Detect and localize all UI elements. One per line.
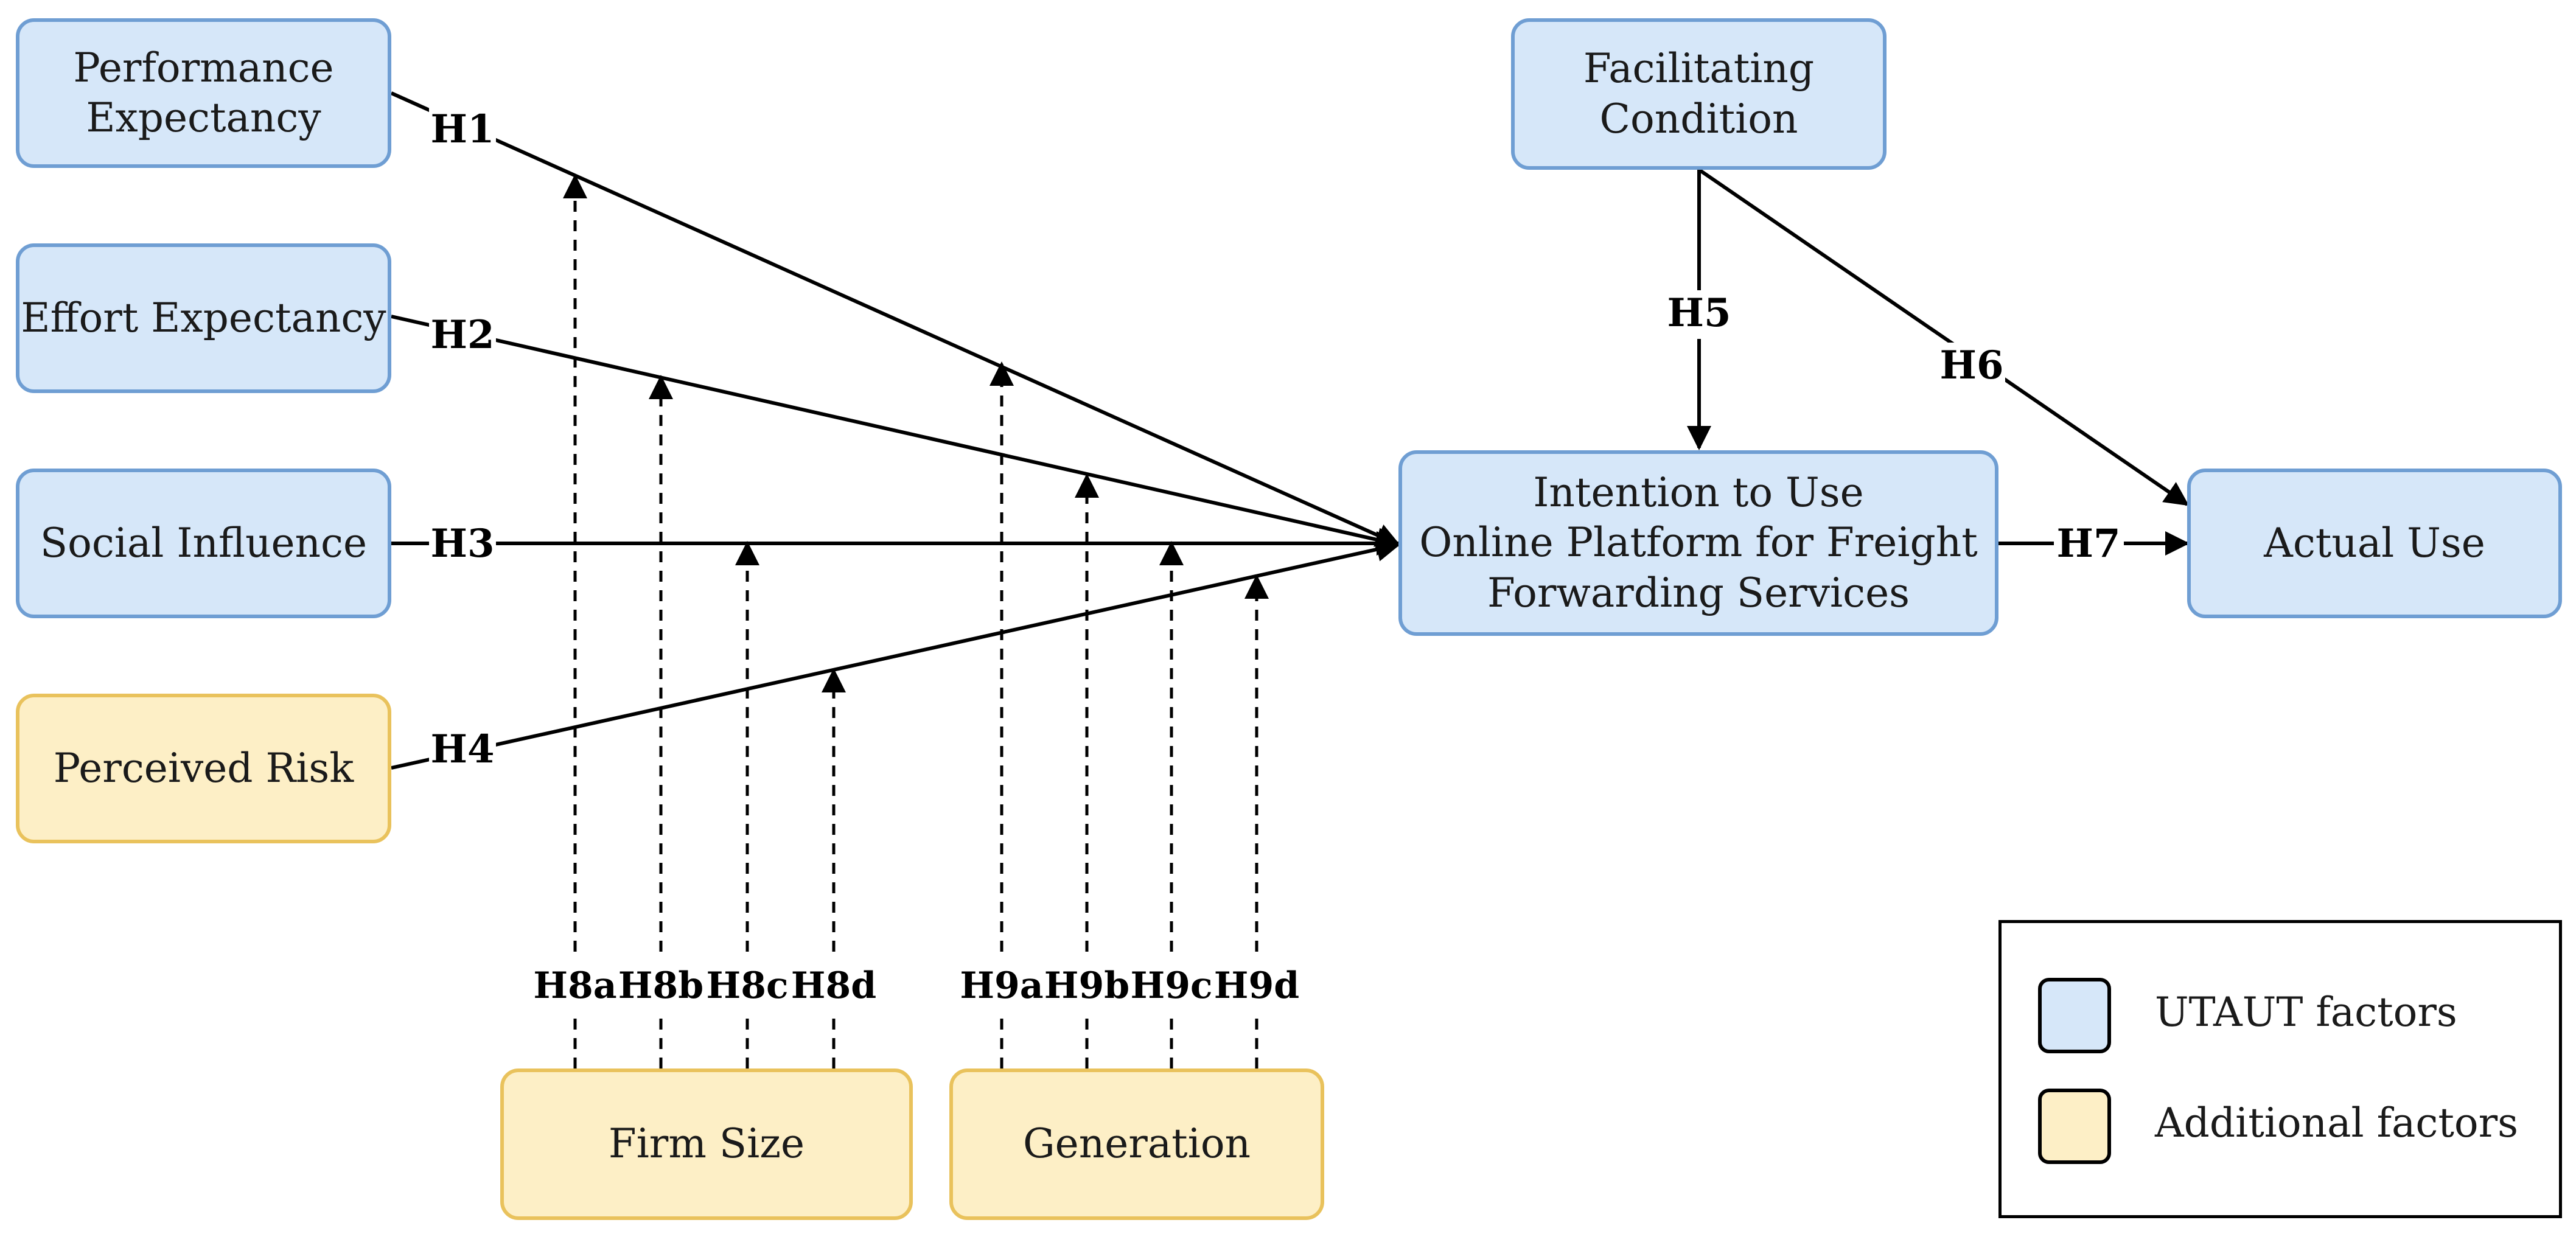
label-h3: H3 bbox=[431, 521, 495, 566]
node-effort-expectancy: Effort Expectancy bbox=[16, 243, 391, 393]
node-facilitating-condition-label: Facilitating Condition bbox=[1583, 45, 1815, 142]
path-h1 bbox=[390, 91, 1401, 547]
hypothesis-labels: H1 H2 H3 H4 H5 H6 H7 H8a H8b H8c H8d H9a… bbox=[429, 103, 2124, 1013]
legend-swatch-utaut bbox=[2038, 978, 2111, 1053]
node-actual-use: Actual Use bbox=[2187, 469, 2562, 618]
label-h2: H2 bbox=[431, 312, 495, 358]
path-h2 bbox=[391, 315, 1401, 552]
label-h8b: H8b bbox=[618, 964, 703, 1007]
label-h8c: H8c bbox=[707, 964, 789, 1007]
node-intention-to-use-label: Intention to Use Online Platform for Fre… bbox=[1419, 469, 1978, 616]
label-h9c: H9c bbox=[1131, 964, 1213, 1007]
node-generation-label: Generation bbox=[1022, 1120, 1251, 1168]
label-h6: H6 bbox=[1940, 343, 2004, 388]
legend-label-utaut: UTAUT factors bbox=[2155, 989, 2457, 1036]
node-perceived-risk-label: Perceived Risk bbox=[53, 744, 354, 792]
label-h9b: H9b bbox=[1044, 964, 1129, 1007]
node-social-influence: Social Influence bbox=[16, 469, 391, 618]
label-h8a: H8a bbox=[533, 964, 616, 1007]
legend-swatch-additional bbox=[2038, 1089, 2111, 1164]
node-generation: Generation bbox=[949, 1068, 1324, 1220]
path-h6 bbox=[1698, 168, 2190, 506]
node-social-influence-label: Social Influence bbox=[40, 519, 368, 566]
legend-label-additional: Additional factors bbox=[2155, 1100, 2518, 1146]
legend: UTAUT factors Additional factors bbox=[1998, 920, 2562, 1218]
label-h8d: H8d bbox=[791, 964, 876, 1007]
node-firm-size-label: Firm Size bbox=[608, 1120, 805, 1168]
label-h9a: H9a bbox=[960, 964, 1043, 1007]
label-h5: H5 bbox=[1667, 290, 1731, 336]
node-performance-expectancy-label: Performance Expectancy bbox=[73, 44, 334, 142]
node-facilitating-condition: Facilitating Condition bbox=[1511, 18, 1887, 170]
node-effort-expectancy-label: Effort Expectancy bbox=[21, 294, 386, 341]
node-intention-to-use: Intention to Use Online Platform for Fre… bbox=[1398, 450, 1998, 636]
path-h4 bbox=[391, 537, 1401, 770]
label-h1: H1 bbox=[431, 106, 495, 152]
label-h7: H7 bbox=[2057, 521, 2121, 566]
node-firm-size: Firm Size bbox=[500, 1068, 913, 1220]
node-actual-use-label: Actual Use bbox=[2264, 519, 2485, 566]
node-perceived-risk: Perceived Risk bbox=[16, 694, 391, 843]
label-h9d: H9d bbox=[1214, 964, 1299, 1007]
label-h4: H4 bbox=[431, 727, 495, 772]
node-performance-expectancy: Performance Expectancy bbox=[16, 18, 391, 168]
